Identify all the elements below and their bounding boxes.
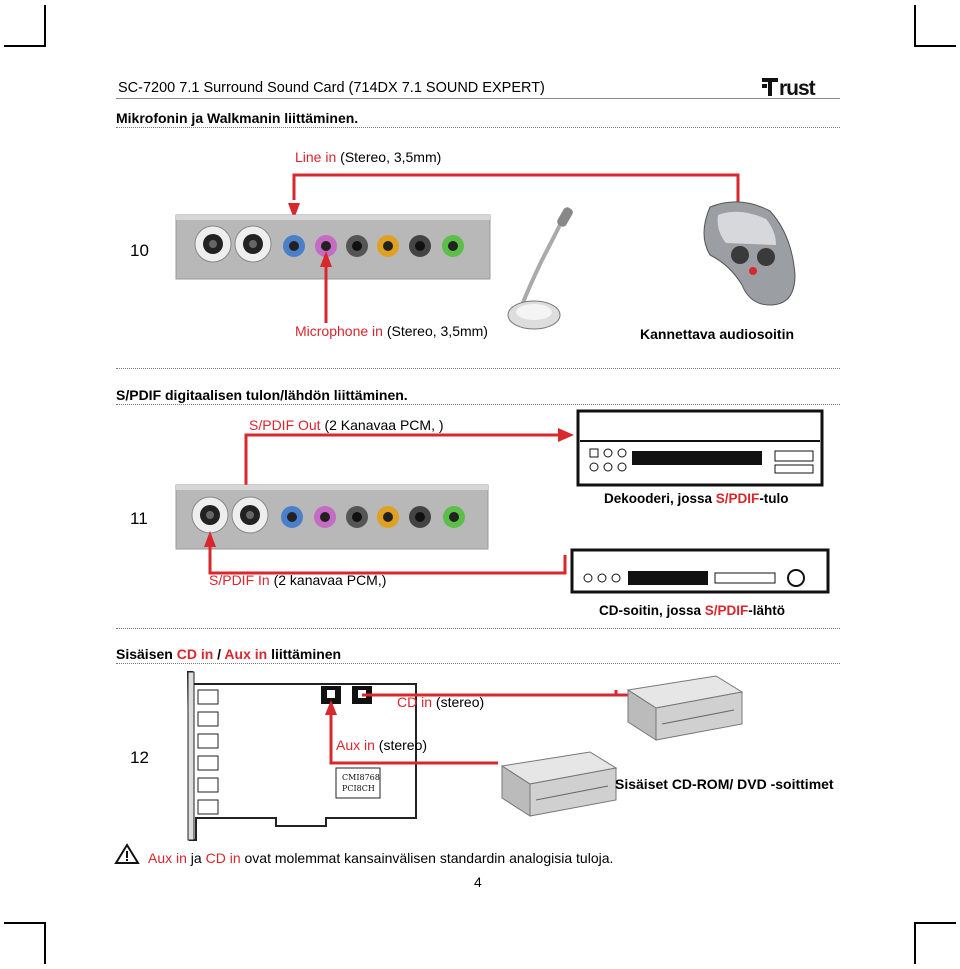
chip-text-line1: CMI8768 — [342, 773, 380, 782]
cd-label-red: S/PDIF — [704, 603, 749, 618]
section2-top-rule — [116, 368, 840, 369]
card-jacks — [194, 225, 464, 263]
section2-rule — [116, 404, 840, 405]
figure-number-10: 10 — [130, 241, 149, 260]
aux-in-arrow — [325, 700, 337, 715]
crop-mark-bottom-left-h — [4, 922, 46, 924]
cd-in-rest: (stereo) — [432, 694, 485, 710]
spdif-out-label: S/PDIF Out (2 Kanavaa PCM, ) — [249, 417, 444, 433]
crop-mark-bottom-left-v — [44, 922, 46, 964]
section3-heading-post: liittäminen — [267, 646, 342, 662]
section3-heading-cd: CD in — [176, 646, 214, 662]
card-jacks-2 — [191, 496, 465, 534]
portable-player-image — [703, 201, 796, 306]
cd-rom-drive-image-2 — [500, 751, 618, 817]
decoder-label-post: -tulo — [759, 491, 789, 506]
spdif-in-connector — [208, 545, 567, 575]
decoder-label-red: S/PDIF — [715, 491, 760, 506]
spdif-out-red: S/PDIF Out — [249, 417, 321, 433]
line-in-arrow — [288, 203, 300, 219]
line-in-connector — [292, 173, 740, 205]
svg-text:rust: rust — [779, 77, 816, 98]
warning-icon — [114, 843, 140, 865]
line-in-label: Line in (Stereo, 3,5mm) — [295, 149, 441, 165]
line-in-red: Line in — [295, 149, 337, 165]
spdif-in-label: S/PDIF In (2 kanavaa PCM,) — [209, 572, 386, 588]
decoder-label: Dekooderi, jossa S/PDIF-tulo — [604, 491, 789, 506]
cd-in-red: CD in — [397, 694, 433, 710]
crop-mark-bottom-right-v — [914, 922, 916, 964]
spdif-in-arrow — [204, 531, 216, 547]
mic-in-rest: (Stereo, 3,5mm) — [382, 323, 488, 339]
crop-mark-top-left-h — [4, 45, 46, 47]
spdif-in-red: S/PDIF In — [209, 572, 270, 588]
portable-player-label: Kannettava audiosoitin — [640, 326, 795, 342]
section3-heading: Sisäisen CD in / Aux in liittäminen — [116, 646, 341, 662]
cd-rom-drive-image-1 — [626, 675, 744, 741]
section2-heading: S/PDIF digitaalisen tulon/lähdön liittäm… — [116, 387, 408, 403]
microphone-image — [507, 207, 573, 330]
mic-in-label: Microphone in (Stereo, 3,5mm) — [295, 323, 488, 339]
chip-text-line2: PCI8CH — [342, 784, 375, 793]
spdif-out-arrow — [558, 428, 574, 442]
note-rest: ovat molemmat kansainvälisen standardin … — [240, 850, 614, 866]
cd-label-post: -lähtö — [748, 603, 786, 618]
header-rule — [116, 98, 840, 99]
decoder-label-pre: Dekooderi, jossa — [604, 491, 716, 506]
page-number: 4 — [474, 874, 482, 890]
note-aux-in: Aux in — [148, 850, 187, 866]
page-header-title: SC-7200 7.1 Surround Sound Card (714DX 7… — [118, 80, 545, 96]
internal-sound-card-image: CMI8768 PCI8CH — [186, 671, 417, 841]
crop-mark-bottom-right-h — [914, 922, 956, 924]
spdif-in-rest: (2 kanavaa PCM,) — [269, 572, 387, 588]
section3-top-rule — [116, 628, 840, 629]
section3-heading-pre: Sisäisen — [116, 646, 177, 662]
aux-in-rest: (stereo) — [374, 737, 428, 753]
note-mid: ja — [186, 850, 206, 866]
cd-player-label: CD-soitin, jossa S/PDIF-lähtö — [599, 603, 785, 618]
aux-in-label: Aux in (stereo) — [336, 737, 427, 753]
figure-number-11: 11 — [130, 509, 148, 528]
mic-in-red: Microphone in — [295, 323, 383, 339]
spdif-out-connector — [244, 433, 560, 500]
aux-in-red: Aux in — [336, 737, 375, 753]
crop-mark-top-left-v — [44, 5, 46, 47]
cd-player-image — [570, 548, 830, 594]
figure-10-diagram — [175, 173, 796, 330]
section3-heading-mid: / — [213, 646, 225, 662]
aux-in-connector — [329, 713, 498, 765]
section1-heading: Mikrofonin ja Walkmanin liittäminen. — [116, 110, 359, 126]
crop-mark-top-right-v — [914, 5, 916, 47]
section3-rule — [116, 663, 840, 664]
figure-11-diagram — [175, 409, 830, 594]
cd-label-pre: CD-soitin, jossa — [599, 603, 705, 618]
crop-mark-top-right-h — [914, 45, 956, 47]
section3-heading-aux: Aux in — [224, 646, 268, 662]
decoder-unit-image — [576, 409, 824, 487]
cd-in-label: CD in (stereo) — [397, 694, 484, 710]
internal-drives-label: Sisäiset CD-ROM/ DVD -soittimet — [615, 776, 834, 792]
line-in-rest: (Stereo, 3,5mm) — [336, 149, 442, 165]
figure-number-12: 12 — [130, 748, 149, 767]
trust-logo: rust — [762, 76, 844, 100]
note-text: Aux in ja CD in ovat molemmat kansainväl… — [148, 850, 613, 866]
mic-in-arrow — [320, 251, 332, 267]
spdif-out-rest: (2 Kanavaa PCM, ) — [320, 417, 444, 433]
section1-rule — [116, 127, 840, 128]
figure-12-diagram: CMI8768 PCI8CH — [186, 671, 744, 841]
note-cd-in: CD in — [205, 850, 241, 866]
